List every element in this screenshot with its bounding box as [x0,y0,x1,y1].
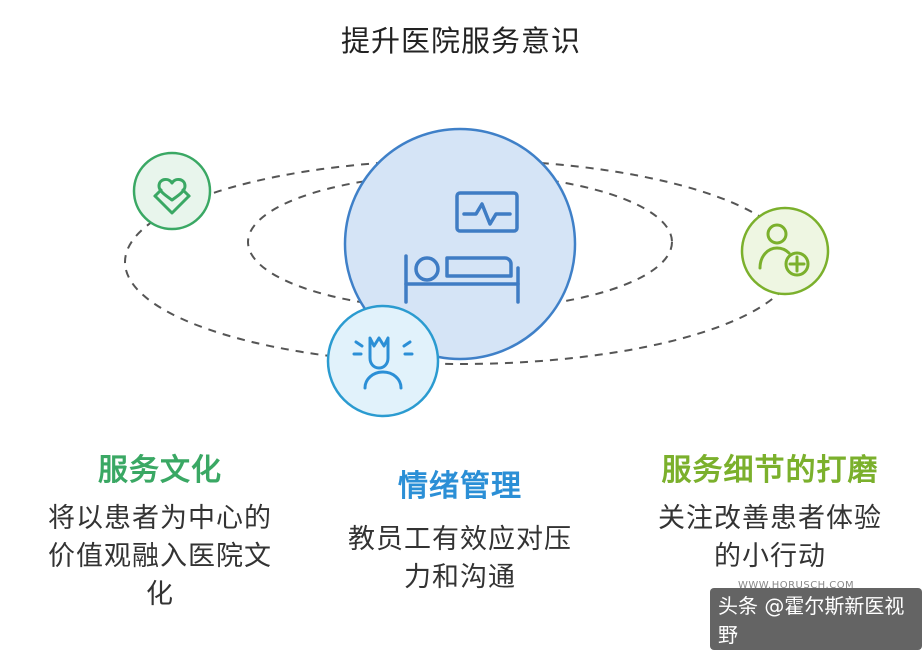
bottom-node-circle [326,304,440,418]
orbit-diagram [124,127,830,418]
inner-orbit [247,173,673,311]
section-desc-service-culture: 将以患者为中心的 价值观融入医院文 化 [10,500,310,614]
desc-line: 化 [146,579,174,610]
left-node-circle [132,151,212,231]
section-heading-service-details: 服务细节的打磨 [661,453,879,488]
desc-line: 的小行动 [714,541,826,572]
section-heading-service-culture: 服务文化 [98,453,222,488]
desc-line: 关注改善患者体验 [658,503,882,534]
person-plus-icon [758,223,810,277]
desc-line: 力和沟通 [404,562,516,593]
watermark: 头条 @霍尔斯新医视野 [710,588,922,650]
heart-hands-icon [153,177,191,215]
desc-line: 教员工有效应对压 [348,524,572,555]
hospital-bed-monitor-icon [404,191,520,304]
section-heading-emotion-management: 情绪管理 [398,469,522,504]
desc-line: 将以患者为中心的 [48,503,272,534]
section-desc-service-details: 关注改善患者体验 的小行动 [620,500,920,576]
section-desc-emotion-management: 教员工有效应对压 力和沟通 [310,521,610,597]
stressed-person-icon [352,336,414,390]
desc-line: 价值观融入医院文 [48,541,272,572]
page-title: 提升医院服务意识 [340,24,581,58]
watermark-url: WWW.HORUSCH.COM [738,580,855,591]
